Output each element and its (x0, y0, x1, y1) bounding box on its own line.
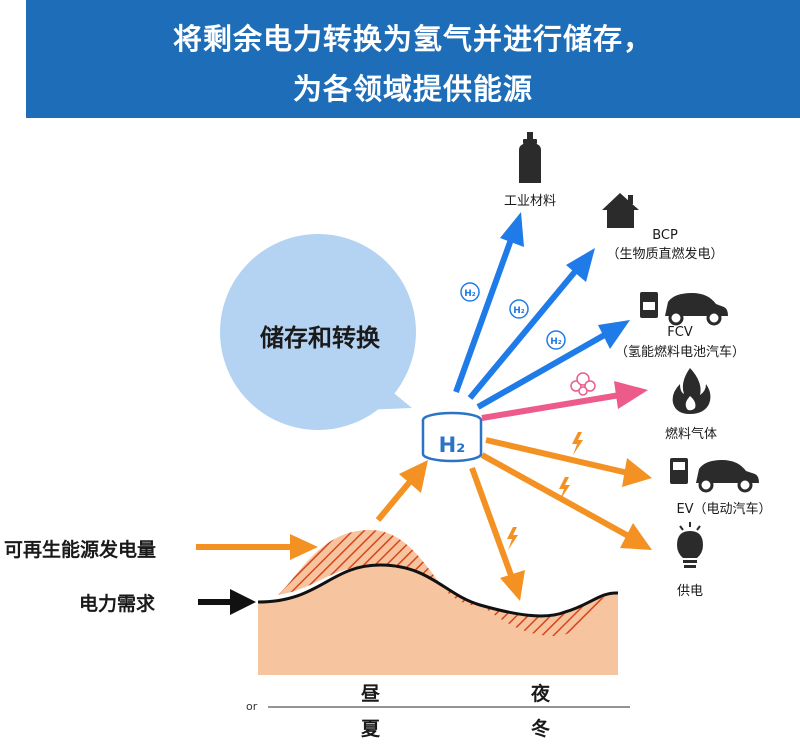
demand-label: 电力需求 (79, 593, 156, 615)
arrow-fcv (476, 320, 630, 410)
bcp-sub-label: （生物质直燃发电） (606, 247, 724, 262)
bcp-label: BCP (652, 228, 678, 243)
svg-text:H₂: H₂ (464, 289, 476, 299)
svg-text:H₂: H₂ (550, 337, 562, 347)
gas-cloud-icon (570, 372, 596, 396)
lightning-icon (559, 477, 570, 500)
demand-chart (257, 530, 619, 675)
arrow-night-storage (469, 466, 525, 601)
arrow-bcp (467, 248, 595, 400)
renewable-arrow (196, 534, 318, 560)
power-supply-label: 供电 (676, 584, 703, 599)
h2-carrier-icons: H₂ H₂ H₂ (460, 282, 566, 350)
night-label: 夜 (531, 683, 551, 705)
ev-label: EV（电动汽车） (676, 502, 772, 517)
hydrogen-tank-icon: H₂ (421, 411, 483, 463)
svg-text:H₂: H₂ (513, 306, 525, 316)
demand-area (258, 565, 618, 675)
or-label: or (246, 700, 258, 713)
h2-carrier-icon: H₂ (509, 299, 529, 319)
light-bulb-icon (677, 522, 703, 568)
arrow-to-hub (375, 460, 428, 522)
hydrogen-arrows (453, 212, 630, 410)
lightning-icon (507, 527, 518, 550)
renewable-label: 可再生能源发电量 (4, 539, 157, 561)
gas-cylinder-icon (519, 132, 541, 183)
fcv-label: FCV (667, 325, 693, 340)
surplus-day-area (278, 530, 480, 606)
arrow-industrial (453, 212, 524, 394)
fuel-gas-label: 燃料气体 (664, 427, 717, 442)
storage-bubble (220, 234, 416, 430)
winter-label: 冬 (531, 718, 551, 740)
electricity-arrows (375, 437, 652, 601)
house-icon (602, 193, 639, 228)
lightning-icons (507, 432, 583, 550)
header-title-line1: 将剩余电力转换为氢气并进行储存， (172, 22, 653, 56)
arrow-fuel-gas (481, 381, 648, 421)
fcv-sub-label: （氢能燃料电池汽车） (614, 345, 745, 360)
demand-line (257, 563, 619, 618)
demand-arrow (198, 589, 256, 615)
summer-label: 夏 (361, 718, 381, 740)
tank-label: H₂ (439, 433, 466, 457)
industrial-label: 工业材料 (503, 194, 556, 209)
arrow-power (480, 452, 652, 550)
header-banner: 将剩余电力转换为氢气并进行储存， 为各领域提供能源 (26, 0, 800, 118)
header-title-line2: 为各领域提供能源 (292, 72, 533, 106)
ev-car-icon (670, 458, 759, 493)
bubble-text: 储存和转换 (260, 324, 380, 352)
day-label: 昼 (361, 683, 381, 705)
h2-carrier-icon: H₂ (460, 282, 480, 302)
arrow-ev (485, 437, 652, 487)
h2-carrier-icon: H₂ (546, 330, 566, 350)
lightning-icon (572, 432, 583, 455)
fcv-car-icon (640, 292, 728, 326)
flame-icon (672, 368, 711, 414)
